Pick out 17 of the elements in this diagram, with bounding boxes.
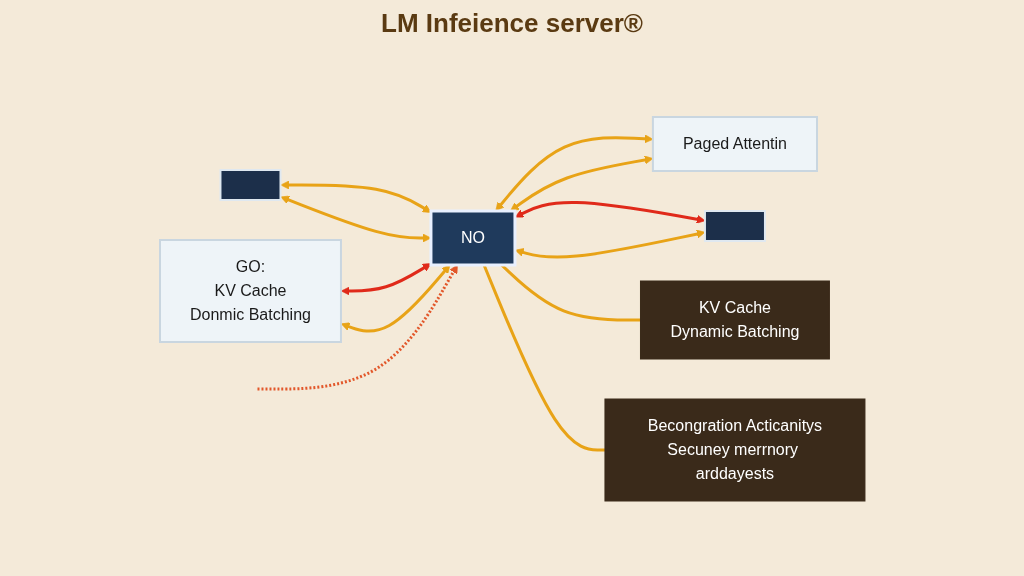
node-box: GO: KV Cache Donmic Batching	[158, 239, 342, 343]
node-box: NO	[428, 209, 516, 267]
arrow	[279, 195, 431, 243]
node-box: Becongration Acticanitys Secuney merrnory arddayests	[603, 398, 865, 502]
arrow	[509, 155, 653, 212]
diagram-title: LM Infeience server®	[380, 8, 644, 39]
node-box	[219, 169, 281, 201]
arrow	[494, 134, 653, 212]
node-box	[703, 210, 766, 242]
node-box: KV Cache Dynamic Batching	[639, 280, 830, 360]
arrow	[340, 263, 431, 296]
arrow	[514, 201, 705, 224]
arrow	[514, 229, 705, 259]
node-box: Paged Attentin	[651, 116, 818, 172]
arrow	[340, 264, 450, 333]
arrow	[280, 180, 431, 213]
arrow	[257, 264, 458, 391]
